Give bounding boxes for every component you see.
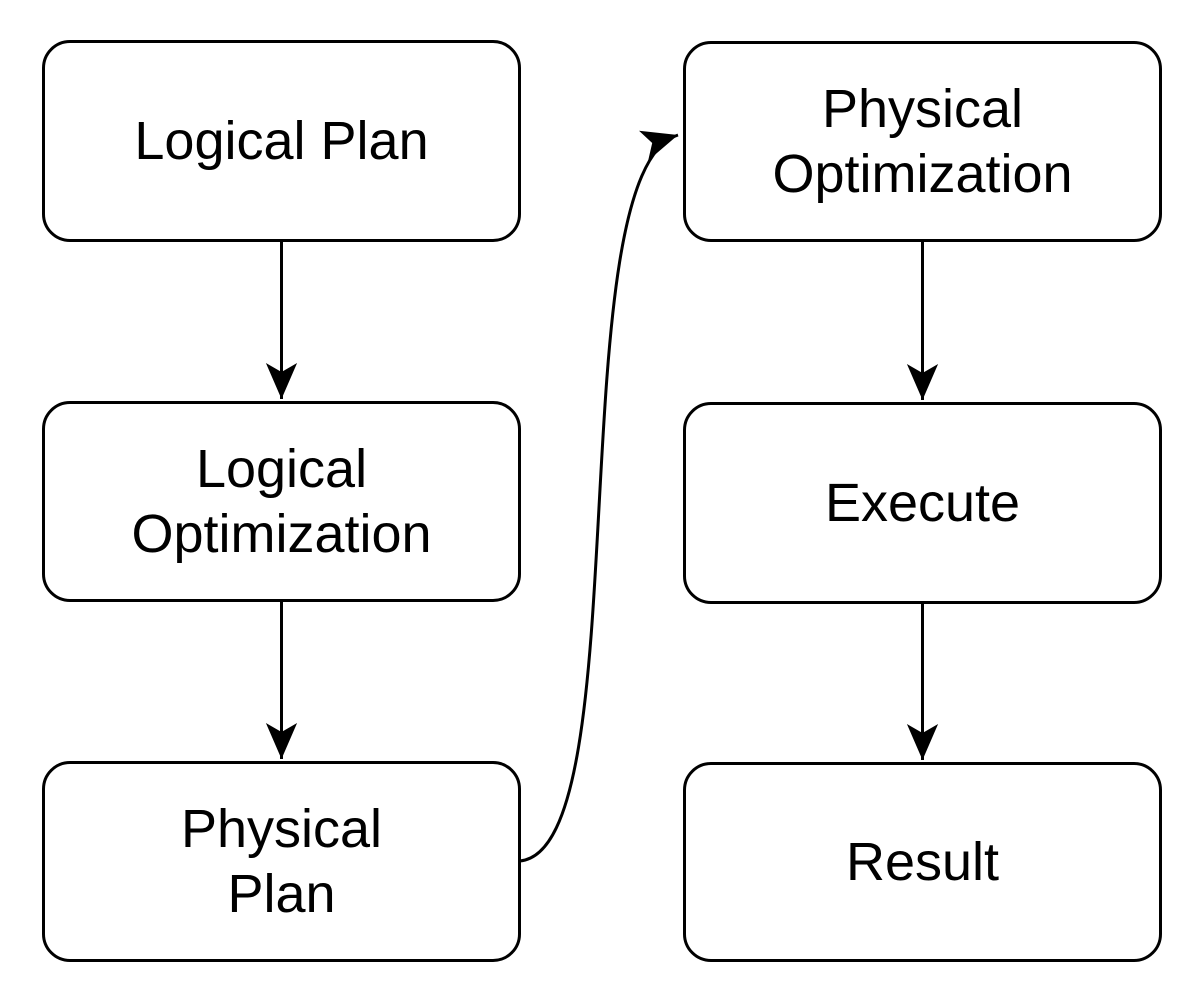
node-physical-optimization: Physical Optimization	[683, 41, 1162, 242]
node-label: Result	[845, 831, 1000, 892]
node-logical-plan: Logical Plan	[42, 40, 521, 242]
node-label: Physical Optimization	[772, 78, 1073, 204]
node-label: Physical Plan	[180, 798, 383, 924]
node-result: Result	[683, 762, 1162, 962]
edge-physical-plan-to-physical-optimization	[519, 130, 679, 863]
node-label: Logical Plan	[134, 110, 429, 171]
node-label: Execute	[824, 472, 1021, 533]
node-execute: Execute	[683, 402, 1162, 604]
node-physical-plan: Physical Plan	[42, 761, 521, 962]
node-label: Logical Optimization	[131, 438, 432, 564]
node-logical-optimization: Logical Optimization	[42, 401, 521, 602]
